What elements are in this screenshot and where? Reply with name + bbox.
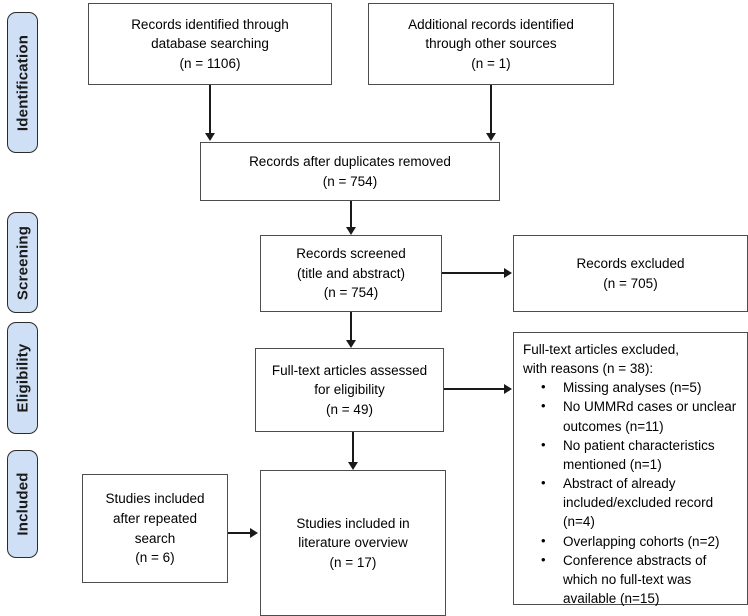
box-records-after-duplicates-removed-text: Records after duplicates removed (n = 75… [249, 153, 451, 189]
list-item: Missing analyses (n=5) [541, 378, 741, 397]
box-studies-included-repeated-search: Studies included after repeated search (… [82, 474, 228, 583]
box-additional-records-other-sources: Additional records identified through ot… [368, 3, 614, 85]
connector-database-to-duplicates [209, 85, 211, 135]
connector-othersources-to-duplicates [490, 85, 492, 135]
arrowhead-screened-to-fulltext [346, 340, 356, 348]
box-fulltext-articles-excluded: Full-text articles excluded, with reason… [513, 332, 748, 608]
arrowhead-screened-to-excluded [504, 268, 512, 278]
box-fulltext-articles-assessed: Full-text articles assessed for eligibil… [255, 348, 444, 432]
box-records-excluded: Records excluded (n = 705) [513, 235, 748, 312]
box-records-screened: Records screened (title and abstract) (n… [260, 235, 442, 312]
connector-screened-to-fulltext [350, 312, 352, 341]
fulltext-excluded-reason-list: Missing analyses (n=5) No UMMRd cases or… [523, 378, 741, 608]
connector-screened-to-excluded [442, 272, 505, 274]
arrowhead-repeated-to-final-included [250, 528, 258, 538]
list-item: Overlapping cohorts (n=2) [541, 532, 741, 551]
fulltext-excluded-heading: Full-text articles excluded, with reason… [523, 342, 680, 377]
stage-label-identification: Identification [14, 34, 31, 131]
stage-label-screening: Screening [14, 225, 31, 300]
box-fulltext-articles-assessed-text: Full-text articles assessed for eligibil… [271, 362, 428, 417]
arrowhead-fulltext-to-excluded-reasons [504, 384, 512, 394]
list-item: No patient characteristics mentioned (n=… [541, 436, 741, 474]
box-records-after-duplicates-removed: Records after duplicates removed (n = 75… [200, 142, 500, 201]
arrowhead-othersources-to-duplicates [486, 133, 496, 141]
arrowhead-database-to-duplicates [205, 133, 215, 141]
connector-fulltext-to-excluded-reasons [444, 388, 505, 390]
box-records-identified-database: Records identified through database sear… [88, 3, 332, 85]
arrowhead-fulltext-to-final-included [348, 462, 358, 470]
box-records-excluded-text: Records excluded (n = 705) [576, 255, 685, 291]
stage-label-included: Included [14, 472, 31, 536]
stage-tab-screening[interactable]: Screening [7, 212, 38, 313]
list-item: No UMMRd cases or unclear outcomes (n=11… [541, 397, 741, 435]
box-records-identified-database-text: Records identified through database sear… [131, 16, 289, 71]
connector-fulltext-to-final-included [352, 432, 354, 463]
box-records-screened-text: Records screened (title and abstract) (n… [296, 246, 406, 301]
list-item: Abstract of already included/excluded re… [541, 474, 741, 531]
list-item: Conference abstracts of which no full-te… [541, 551, 741, 608]
arrowhead-duplicates-to-screened [346, 227, 356, 235]
stage-tab-included[interactable]: Included [7, 450, 38, 558]
connector-duplicates-to-screened [350, 201, 352, 229]
box-studies-included-literature-overview: Studies included in literature overview … [260, 470, 446, 616]
box-studies-included-literature-overview-text: Studies included in literature overview … [296, 515, 410, 570]
stage-label-eligibility: Eligibility [14, 343, 31, 413]
stage-tab-eligibility[interactable]: Eligibility [7, 322, 38, 434]
box-studies-included-repeated-search-text: Studies included after repeated search (… [105, 491, 205, 566]
box-additional-records-other-sources-text: Additional records identified through ot… [408, 16, 574, 71]
stage-tab-identification[interactable]: Identification [7, 12, 38, 153]
connector-repeated-to-final-included [228, 532, 252, 534]
